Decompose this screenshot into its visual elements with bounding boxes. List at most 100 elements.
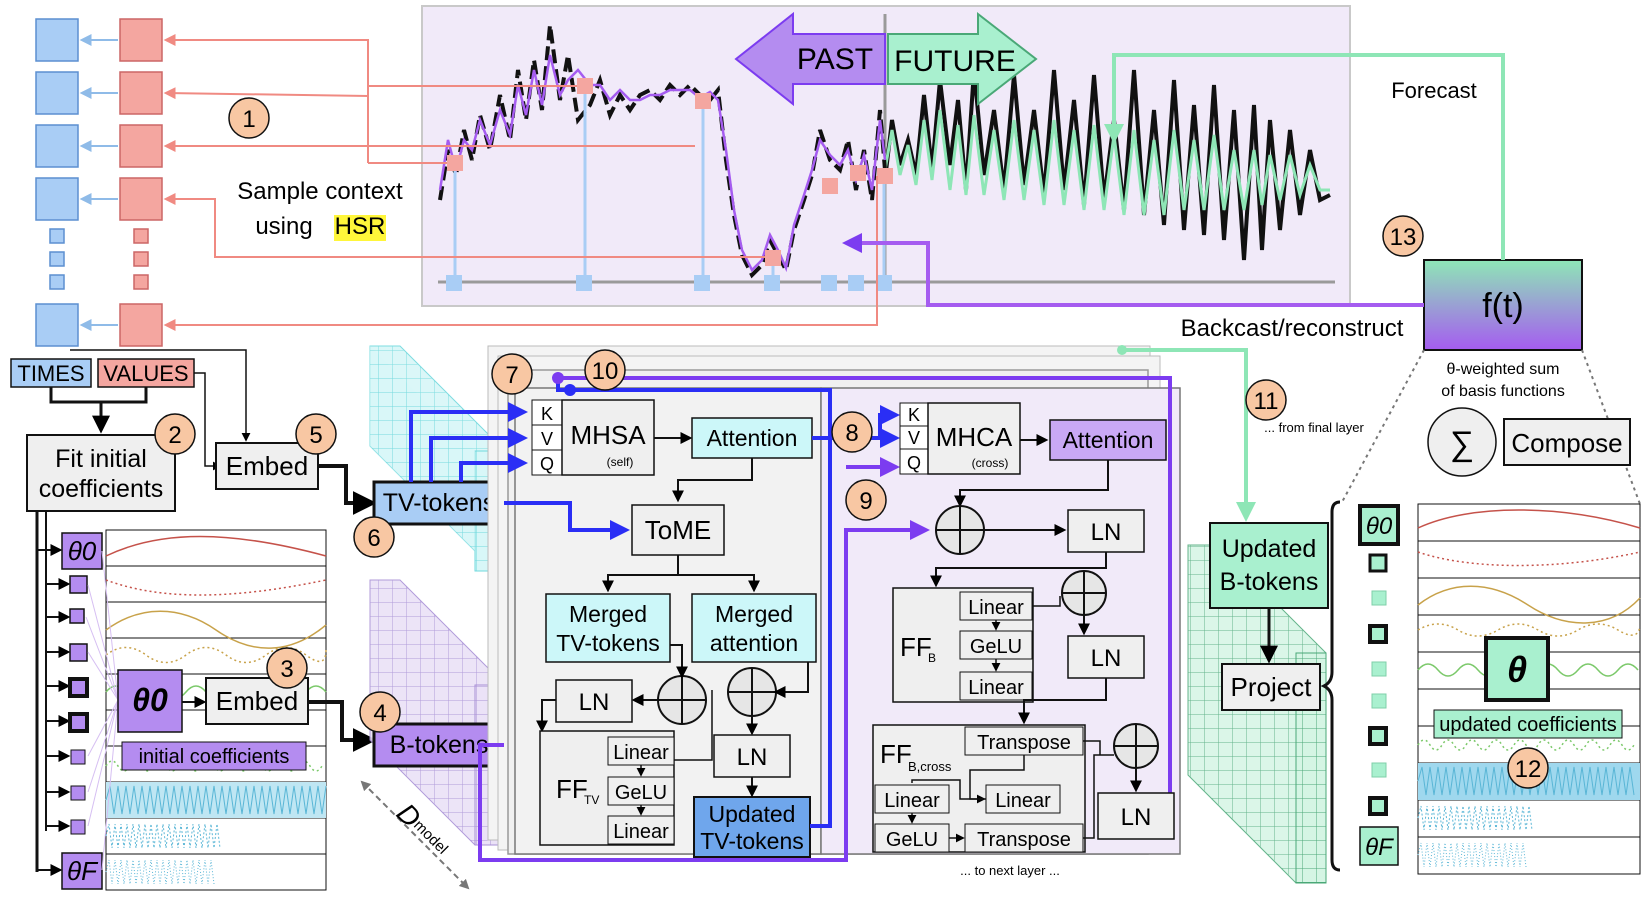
ff-b-linear-a: Linear bbox=[968, 597, 1024, 619]
step-11-label: 11 bbox=[1254, 388, 1279, 415]
dec-ln1-box bbox=[1067, 509, 1145, 553]
ff-tv-sub: TV bbox=[584, 793, 599, 807]
step-badge-3: 3 bbox=[266, 647, 308, 689]
step-badge-1: 1 bbox=[228, 97, 270, 139]
mhca-box bbox=[927, 402, 1021, 475]
mhca-label: MHCA bbox=[936, 422, 1013, 452]
step-badge-12: 12 bbox=[1507, 747, 1549, 789]
dec-ln2-label: LN bbox=[1091, 645, 1122, 672]
ft-box bbox=[1423, 259, 1583, 351]
sample-context-label: Sample context bbox=[237, 178, 403, 205]
hsr-label: HSR bbox=[335, 213, 386, 240]
theta0-small: θ0 bbox=[68, 536, 97, 566]
ff-tv-label: FF bbox=[556, 774, 588, 804]
ff-bcross-transpose-b: Transpose bbox=[977, 829, 1071, 851]
compose-label: Compose bbox=[1511, 428, 1622, 458]
forecast-series-line bbox=[883, 109, 1330, 216]
merged-attention-box bbox=[691, 593, 817, 663]
next-layer-note: ... to next layer ... bbox=[960, 863, 1060, 878]
ff-bcross-linear-c: Linear bbox=[884, 790, 940, 812]
future-arrow: FUTURE bbox=[887, 11, 1038, 107]
tv-tokens-box bbox=[372, 480, 506, 526]
past-label: PAST bbox=[797, 43, 873, 76]
input-columns bbox=[35, 18, 878, 347]
initial-coefficients-label: initial coefficients bbox=[139, 746, 290, 768]
tv-tokens-label: TV-tokens bbox=[383, 489, 496, 517]
past-arrow: PAST bbox=[734, 11, 886, 107]
ff-b-sub: B bbox=[928, 651, 936, 665]
step-badge-7: 7 bbox=[491, 353, 533, 395]
updated-tv-line2: TV-tokens bbox=[700, 828, 804, 854]
future-label: FUTURE bbox=[894, 45, 1016, 78]
times-label: TIMES bbox=[17, 361, 84, 386]
loop-dot-purple bbox=[552, 372, 564, 384]
dec-ln3-label: LN bbox=[1121, 804, 1152, 831]
updated-b-tokens-box bbox=[1209, 522, 1329, 609]
sample-context-using: using bbox=[255, 213, 312, 240]
merged-att-line1: Merged bbox=[715, 601, 793, 627]
step-badge-13: 13 bbox=[1382, 215, 1424, 257]
hsr-highlight bbox=[334, 215, 386, 241]
dec-add-circle-3 bbox=[1113, 723, 1159, 769]
step-13-label: 13 bbox=[1390, 224, 1417, 251]
updated-tv-line1: Updated bbox=[709, 801, 796, 827]
embed-bottom-label: Embed bbox=[216, 686, 298, 716]
theta-big: θ bbox=[1507, 649, 1527, 690]
ff-bcross-linear-d: Linear bbox=[995, 790, 1051, 812]
theta0-initial: θ0 bbox=[132, 682, 168, 718]
mhca-sub: (cross) bbox=[972, 456, 1009, 470]
step-6-label: 6 bbox=[367, 525, 380, 552]
dec-add-circle-2 bbox=[1061, 570, 1107, 616]
dec-q-label: Q bbox=[907, 453, 921, 473]
dec-ln3-box bbox=[1097, 792, 1175, 840]
mhsa-box bbox=[561, 399, 655, 476]
updated-coefficients-box bbox=[1433, 709, 1623, 739]
tome-label: ToME bbox=[645, 515, 711, 545]
step-3-label: 3 bbox=[280, 656, 293, 683]
dec-ln1-label: LN bbox=[1091, 519, 1122, 546]
theta0-initial-box bbox=[117, 669, 183, 733]
step-4-label: 4 bbox=[373, 700, 386, 727]
enc-k-label: K bbox=[541, 404, 553, 424]
ff-bcross-gelu: GeLU bbox=[886, 829, 938, 851]
ff-tv-linear-a: Linear bbox=[613, 742, 669, 764]
ff-bcross-label: FF bbox=[880, 739, 912, 769]
backcast-label: Backcast/reconstruct bbox=[1181, 315, 1404, 342]
enc-attention-box bbox=[691, 417, 813, 459]
step-badge-2: 2 bbox=[154, 413, 196, 455]
mhsa-label: MHSA bbox=[570, 420, 646, 450]
future-series-line bbox=[883, 69, 1331, 261]
step-5-label: 5 bbox=[309, 422, 322, 449]
weighted-sum-line1: θ-weighted sum bbox=[1447, 361, 1560, 378]
backcast-series-line bbox=[438, 54, 887, 273]
mhsa-sub: (self) bbox=[607, 455, 634, 469]
enc-attention-label: Attention bbox=[707, 425, 798, 451]
step-badge-4: 4 bbox=[359, 691, 401, 733]
step-8-label: 8 bbox=[845, 420, 858, 447]
enc-ln2-label: LN bbox=[737, 744, 768, 771]
enc-q-label: Q bbox=[540, 454, 554, 474]
enc-ln1-label: LN bbox=[579, 689, 610, 716]
initial-coefficients-box bbox=[121, 741, 307, 771]
from-final-layer-note: ... from final layer bbox=[1264, 420, 1364, 435]
step-2-label: 2 bbox=[168, 422, 181, 449]
loop-dot-blue bbox=[564, 384, 576, 396]
sigma-circle: ∑ bbox=[1427, 407, 1497, 477]
dec-attention-label: Attention bbox=[1063, 427, 1154, 453]
enc-add-circle-1 bbox=[657, 675, 707, 725]
embed-top-box bbox=[215, 442, 319, 490]
forecast-label: Forecast bbox=[1391, 78, 1477, 103]
enc-ln2-box bbox=[713, 734, 791, 778]
coefficients-brace bbox=[1320, 500, 1341, 872]
step-10-label: 10 bbox=[592, 358, 619, 385]
enc-v-label: V bbox=[541, 429, 553, 449]
ff-bcross-transpose-a: Transpose bbox=[977, 732, 1071, 754]
updated-thetaF: θF bbox=[1365, 834, 1394, 861]
encoder-block: K V Q MHSA (self) Attention ToME Merged … bbox=[531, 399, 817, 858]
merged-att-line2: attention bbox=[710, 630, 798, 656]
step-12-label: 12 bbox=[1515, 756, 1542, 783]
ff-b-gelu: GeLU bbox=[970, 636, 1022, 658]
merged-tv-tokens-box bbox=[545, 593, 671, 663]
dec-add-circle-1 bbox=[935, 505, 985, 555]
